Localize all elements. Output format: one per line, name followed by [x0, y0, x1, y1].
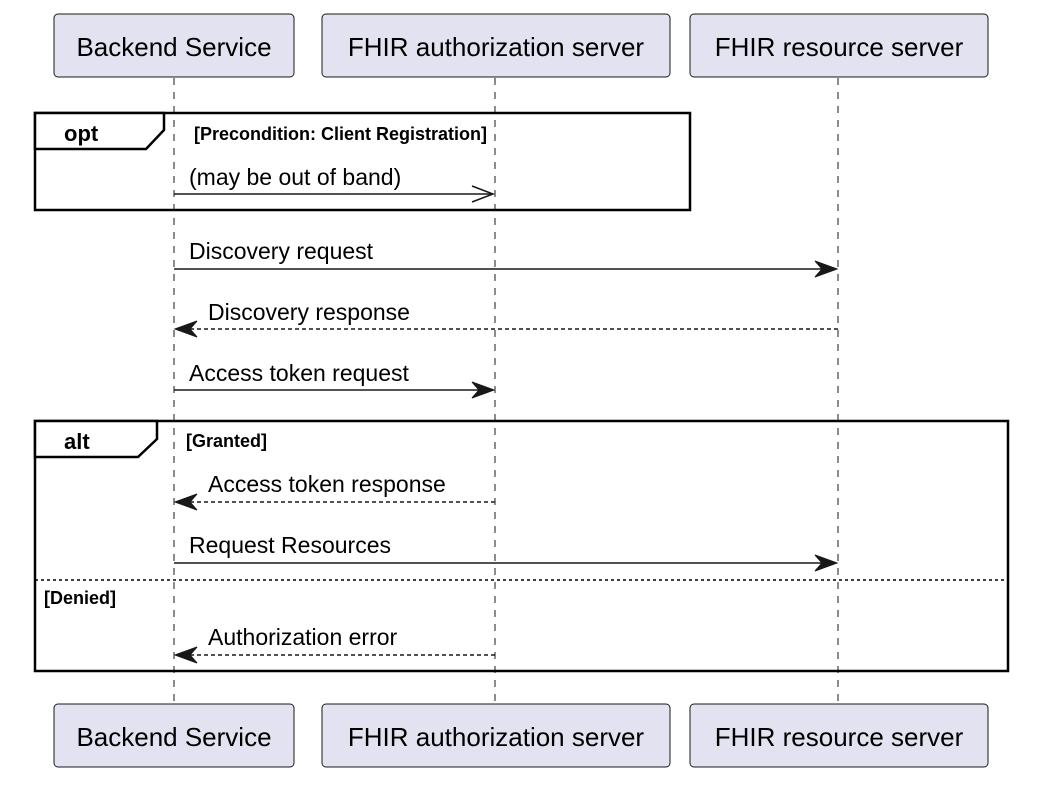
participant-backend-service-top: Backend Service: [53, 13, 295, 78]
message-label: Authorization error: [208, 624, 398, 650]
opt-guard: [Precondition: Client Registration]: [194, 124, 487, 144]
message-access-token-request: Access token request: [174, 360, 496, 399]
participant-fhir-authorization-server-top: FHIR authorization server: [321, 13, 671, 78]
opt-tab: [33, 111, 166, 151]
message-discovery-request: Discovery request: [174, 238, 839, 278]
filled-arrowhead-icon: [814, 554, 839, 572]
message-label: Discovery request: [189, 238, 374, 264]
message-out-of-band: (may be out of band): [174, 164, 496, 203]
filled-arrowhead-icon: [173, 320, 198, 338]
participant-backend-service-bottom: Backend Service: [53, 703, 295, 768]
alt-guard-denied: [Denied]: [44, 588, 116, 608]
message-access-token-response: Access token response: [173, 471, 495, 511]
alt-keyword: alt: [64, 429, 90, 454]
alt-tab: [33, 419, 159, 459]
participant-label: FHIR authorization server: [348, 32, 645, 62]
participant-label: Backend Service: [76, 32, 271, 62]
alt-fragment: alt [Granted] [Denied]: [33, 419, 1010, 673]
message-label: Request Resources: [189, 532, 391, 558]
open-arrowhead-icon: [471, 185, 496, 203]
participant-label: FHIR authorization server: [348, 722, 645, 752]
filled-arrowhead-icon: [814, 260, 839, 278]
participant-fhir-authorization-server-bottom: FHIR authorization server: [321, 703, 671, 768]
participant-fhir-resource-server-top: FHIR resource server: [689, 13, 989, 78]
alt-frame: [33, 419, 1010, 673]
participant-fhir-resource-server-bottom: FHIR resource server: [689, 703, 989, 768]
filled-arrowhead-icon: [173, 493, 198, 511]
participant-label: Backend Service: [76, 722, 271, 752]
opt-fragment: opt [Precondition: Client Registration]: [33, 111, 692, 212]
message-discovery-response: Discovery response: [173, 299, 838, 338]
message-label: Access token response: [208, 471, 446, 497]
participant-label: FHIR resource server: [715, 722, 964, 752]
filled-arrowhead-icon: [173, 646, 198, 664]
message-authorization-error: Authorization error: [173, 624, 495, 664]
opt-keyword: opt: [64, 121, 99, 146]
alt-guard-granted: [Granted]: [186, 431, 267, 451]
opt-frame: [33, 111, 692, 212]
participant-label: FHIR resource server: [715, 32, 964, 62]
message-label: (may be out of band): [189, 164, 401, 190]
filled-arrowhead-icon: [471, 381, 496, 399]
message-label: Access token request: [189, 360, 410, 386]
message-request-resources: Request Resources: [174, 532, 839, 572]
message-label: Discovery response: [208, 299, 410, 325]
